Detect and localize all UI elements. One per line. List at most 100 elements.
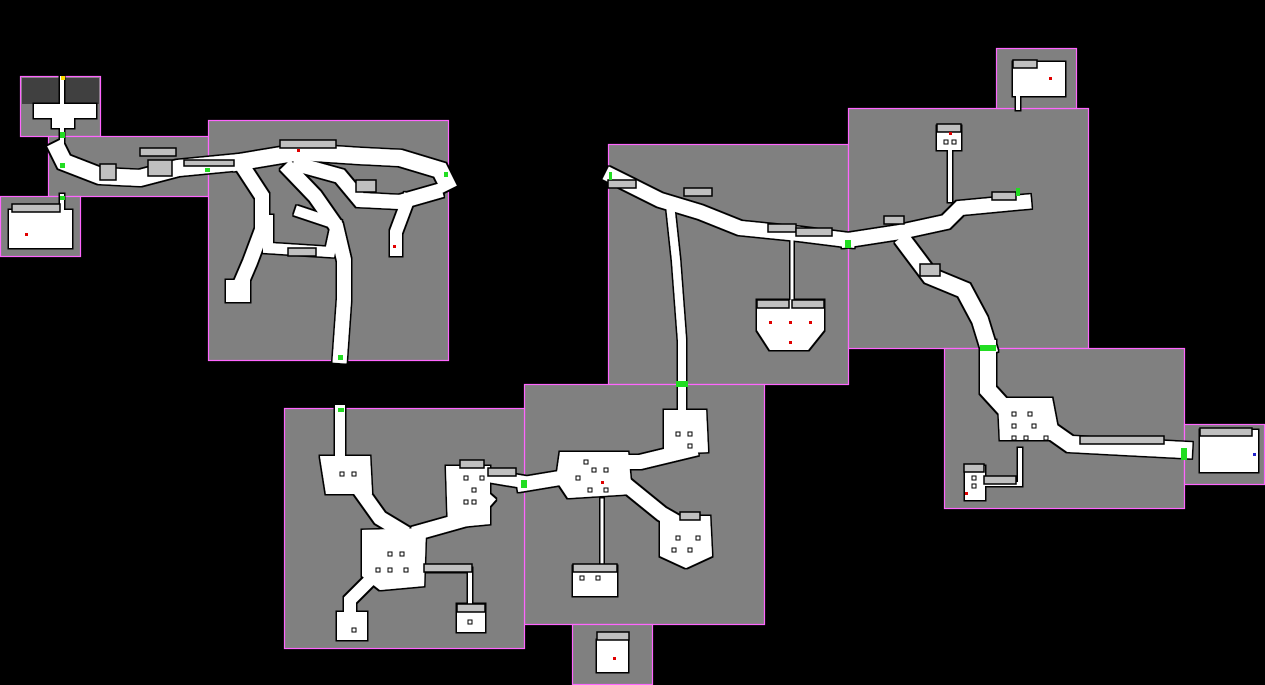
pillar: [675, 535, 681, 541]
door[interactable]: [676, 381, 688, 387]
corridor: [665, 199, 686, 388]
door[interactable]: [338, 408, 344, 412]
item-marker[interactable]: [613, 657, 616, 660]
wall-block: [279, 139, 337, 149]
pillar: [1011, 423, 1017, 429]
chamber-floor: [556, 452, 632, 498]
pillar: [399, 551, 405, 557]
wall-block: [983, 475, 1017, 485]
pillar: [587, 487, 593, 493]
item-marker[interactable]: [769, 321, 772, 324]
chamber-floor: [1200, 430, 1258, 472]
pillar: [675, 431, 681, 437]
rooms: [0, 47, 1265, 685]
chamber-floor: [660, 516, 712, 568]
room[interactable]: [607, 143, 850, 386]
pillar: [595, 575, 601, 581]
wall-block: [883, 215, 905, 225]
door[interactable]: [444, 172, 448, 177]
door[interactable]: [609, 172, 612, 180]
item-markers: [25, 77, 1256, 660]
entrance-marker[interactable]: [61, 76, 65, 80]
wall-block: [607, 179, 637, 189]
corridor: [47, 139, 249, 187]
corridor: [840, 194, 1032, 248]
pillar: [375, 567, 381, 573]
wall-block: [791, 299, 825, 309]
pillar: [351, 471, 357, 477]
wall-block: [919, 263, 941, 277]
wall-block: [596, 631, 630, 641]
door[interactable]: [1181, 448, 1187, 460]
item-marker[interactable]: [393, 245, 396, 248]
pillar: [695, 535, 701, 541]
chamber-floor: [337, 612, 367, 640]
door[interactable]: [205, 168, 210, 172]
wall-block: [183, 159, 235, 167]
pillar: [687, 443, 693, 449]
wall-block: [572, 563, 618, 573]
item-marker[interactable]: [1049, 77, 1052, 80]
wall-block: [679, 511, 701, 521]
blue-marker[interactable]: [1253, 453, 1256, 456]
pillar: [351, 627, 357, 633]
wall-block: [1079, 435, 1165, 445]
pillar: [1043, 435, 1049, 441]
wall-block: [1012, 59, 1038, 69]
pillar: [403, 567, 409, 573]
wall-block: [11, 203, 61, 213]
pillar: [387, 551, 393, 557]
door[interactable]: [60, 132, 65, 138]
wall-block: [767, 223, 797, 233]
wall-block: [936, 123, 962, 133]
door[interactable]: [60, 196, 65, 200]
pillar: [971, 475, 977, 481]
wall-block: [456, 603, 486, 613]
door[interactable]: [1016, 188, 1020, 196]
pillar: [463, 475, 469, 481]
pillar: [671, 547, 677, 553]
pillar: [1011, 435, 1017, 441]
pillar: [591, 467, 597, 473]
pillar: [463, 499, 469, 505]
door[interactable]: [60, 163, 65, 168]
door[interactable]: [338, 355, 343, 360]
chamber-floor: [664, 410, 708, 454]
door[interactable]: [980, 345, 996, 351]
chamber-floor: [597, 640, 628, 672]
corridor: [481, 469, 531, 489]
doors: [60, 76, 1187, 488]
item-marker[interactable]: [25, 233, 28, 236]
dark-area: [65, 78, 99, 104]
chamber-floor: [34, 104, 96, 128]
wall-block: [963, 463, 985, 473]
wall-block: [147, 159, 173, 177]
wall-block: [99, 163, 117, 181]
wall-blocks: [11, 59, 1253, 641]
pillar: [1011, 411, 1017, 417]
item-marker[interactable]: [297, 149, 300, 152]
wall-block: [683, 187, 713, 197]
pillar: [471, 499, 477, 505]
wall-block: [795, 227, 833, 237]
door[interactable]: [845, 240, 851, 248]
item-marker[interactable]: [601, 481, 604, 484]
item-marker[interactable]: [949, 132, 952, 135]
pillar: [951, 139, 957, 145]
pillar: [687, 431, 693, 437]
pillar: [971, 483, 977, 489]
item-marker[interactable]: [789, 341, 792, 344]
pillar: [579, 575, 585, 581]
dark-area: [22, 78, 60, 104]
chamber-floor: [9, 210, 72, 248]
item-marker[interactable]: [789, 321, 792, 324]
chamber-floor: [998, 398, 1060, 440]
item-marker[interactable]: [965, 492, 968, 495]
wall-block: [287, 247, 317, 257]
door[interactable]: [521, 480, 527, 488]
corridor: [280, 160, 351, 364]
item-marker[interactable]: [809, 321, 812, 324]
wall-block: [139, 147, 177, 157]
pillar: [583, 459, 589, 465]
pillar: [471, 487, 477, 493]
